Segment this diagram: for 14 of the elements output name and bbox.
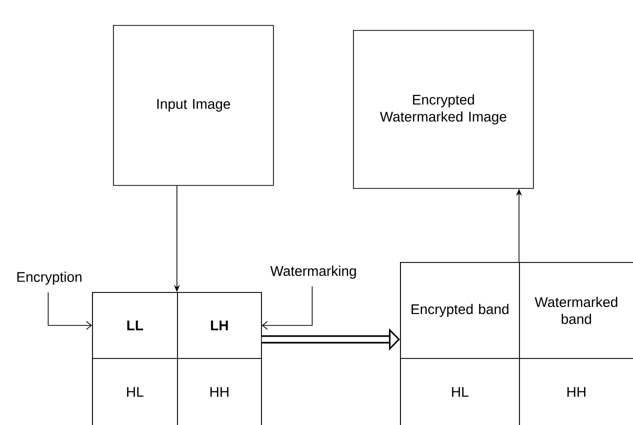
arrow bbox=[262, 286, 313, 330]
grid-cell: LL bbox=[92, 292, 178, 359]
grid-cell: HL bbox=[400, 358, 520, 425]
grid-cell: HH bbox=[177, 358, 262, 425]
grid-cell: LH bbox=[177, 292, 262, 359]
grid-cell: HH bbox=[519, 358, 633, 425]
step-label: Encryption bbox=[17, 272, 82, 285]
grid-cell: Encrypted band bbox=[400, 262, 520, 359]
grid-cell: HL bbox=[92, 358, 178, 425]
step-label: Watermarking bbox=[270, 266, 356, 279]
process-box: Encrypted Watermarked Image bbox=[353, 30, 534, 189]
grid-cell: Watermarked band bbox=[519, 262, 633, 359]
arrow bbox=[48, 292, 92, 330]
process-box: Input Image bbox=[113, 25, 274, 186]
